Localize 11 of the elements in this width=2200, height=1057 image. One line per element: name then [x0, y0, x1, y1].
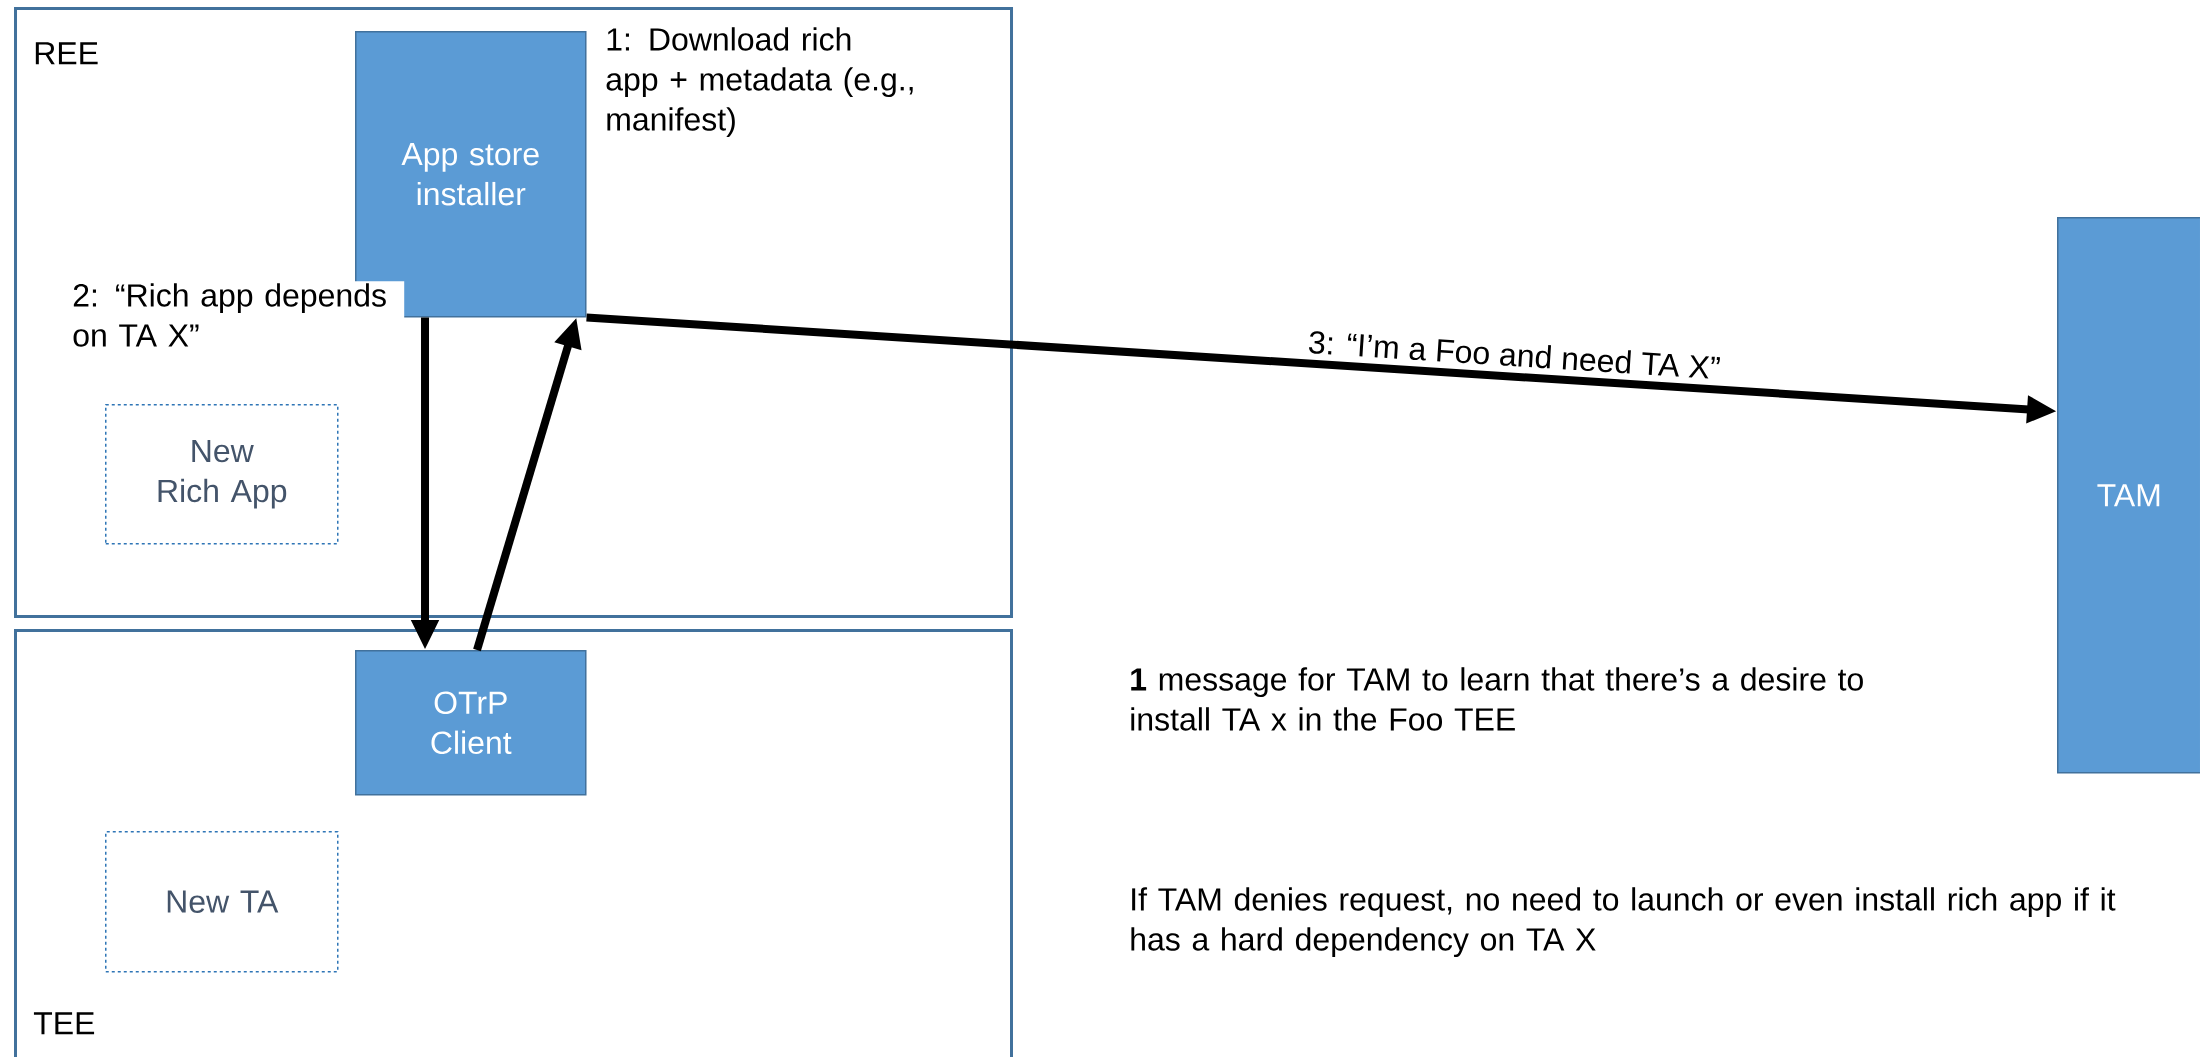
process-box: TAM: [2057, 217, 2200, 774]
dashed-box: New Rich App: [105, 404, 339, 545]
region-label: REE: [35, 42, 98, 65]
region-label: TEE: [33, 1012, 95, 1035]
note-text: 1 message for TAM to learn that there’s a desire to install TA x in the Foo TEE: [1131, 667, 1863, 731]
note-text: If TAM denies request, no need to launch or even install rich app if it has a hard dependency on TA X: [1131, 887, 2116, 957]
edge-label: 2: “Rich app depends on TA X”: [70, 281, 405, 349]
edge-label: 3: “I’m a Foo and need TA X”: [1305, 327, 1724, 382]
process-box: OTrP Client: [355, 650, 587, 796]
dashed-box: New TA: [105, 831, 339, 973]
step-note: 1: Download rich app + metadata (e.g., manifest): [606, 27, 913, 137]
